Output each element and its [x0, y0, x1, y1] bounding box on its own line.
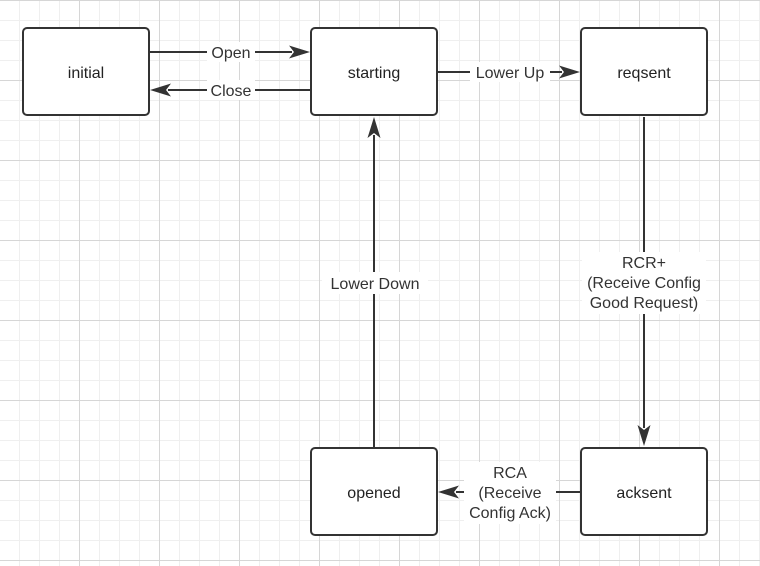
edge-rca-label-line1: RCA: [493, 465, 527, 482]
edge-close-label: Close: [211, 83, 252, 100]
state-reqsent: reqsent: [580, 27, 708, 116]
edge-lower-down: Lower Down: [322, 117, 428, 447]
edge-lower-up-label-bg: [470, 62, 550, 82]
edge-rcr: RCR+ (Receive Config Good Request): [582, 117, 706, 446]
edge-close-label-bg: [207, 80, 255, 100]
edge-rca-label-line2: (Receive: [478, 485, 541, 502]
state-acksent-label: acksent: [616, 485, 672, 502]
edge-lower-down-arrowhead: [367, 117, 381, 138]
edge-lower-up: Lower Up: [437, 62, 580, 82]
state-reqsent-label: reqsent: [617, 65, 671, 82]
edge-rcr-label-line2: (Receive Config: [587, 275, 701, 292]
state-starting: starting: [310, 27, 438, 116]
edge-lower-down-label-bg: [322, 272, 428, 294]
edge-open: Open: [150, 42, 310, 62]
edge-rca-arrowhead: [438, 485, 459, 499]
edge-open-label-bg: [207, 42, 255, 62]
edge-lower-up-label: Lower Up: [476, 65, 545, 82]
edge-close-arrowhead: [150, 83, 171, 97]
state-initial-label: initial: [68, 65, 104, 82]
edge-close: Close: [150, 80, 310, 100]
edge-rcr-arrowhead: [637, 425, 651, 446]
edge-rca-label-line3: Config Ack): [469, 505, 551, 522]
edge-lower-up-arrowhead: [559, 65, 580, 79]
edge-rca-label-bg: [464, 462, 556, 524]
edge-open-arrowhead: [289, 45, 310, 59]
edge-rca: RCA (Receive Config Ack): [438, 462, 580, 524]
state-opened-label: opened: [347, 485, 400, 502]
state-acksent: acksent: [580, 447, 708, 536]
state-initial: initial: [22, 27, 150, 116]
edge-rcr-label-line1: RCR+: [622, 255, 666, 272]
state-starting-label: starting: [348, 65, 400, 82]
edge-open-label: Open: [211, 45, 250, 62]
edge-rcr-label-line3: Good Request): [590, 295, 699, 312]
state-opened: opened: [310, 447, 438, 536]
edge-lower-down-label: Lower Down: [331, 276, 420, 293]
edge-rcr-label-bg: [582, 252, 706, 314]
